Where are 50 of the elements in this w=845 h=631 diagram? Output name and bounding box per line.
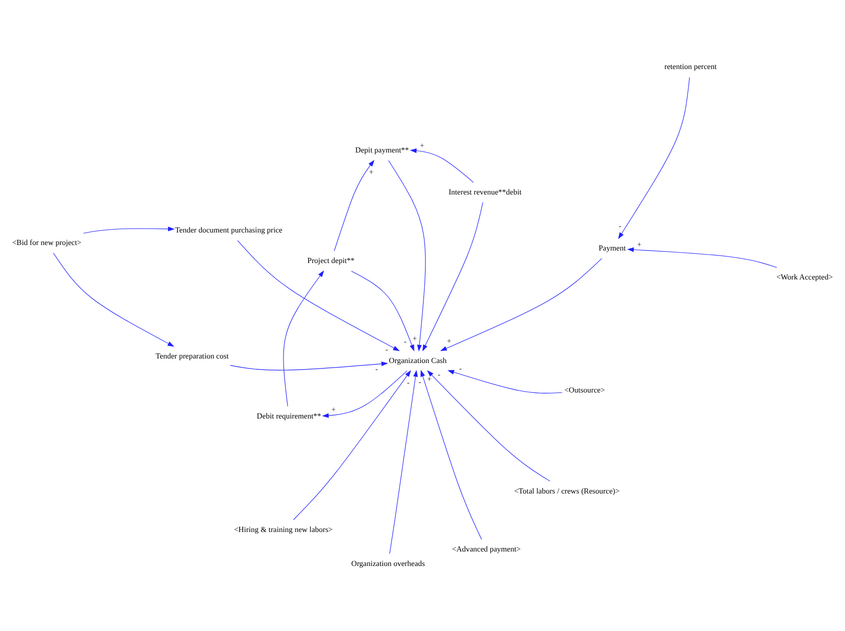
arrow	[627, 247, 778, 268]
edge-label: +	[427, 374, 432, 384]
node-text: <Hiring & training new labors>	[234, 524, 333, 534]
arrow	[618, 76, 690, 240]
arrow	[410, 148, 474, 183]
arrow	[237, 240, 400, 352]
edge-label: -	[386, 345, 388, 354]
arrow	[283, 270, 324, 407]
node-text: Debit requirement**	[256, 412, 322, 421]
edge-label: -	[438, 370, 440, 380]
arrow	[440, 258, 602, 352]
node-text: Tender preparation cost	[156, 351, 229, 360]
arrow	[322, 370, 408, 418]
arrow	[427, 370, 550, 482]
arrow	[422, 202, 484, 352]
arrow	[447, 370, 562, 394]
arrow	[53, 252, 174, 347]
edge-label: -	[418, 378, 422, 387]
node-text: Organization overheads	[351, 558, 425, 568]
node-text: Tender document purchasing price	[175, 226, 282, 235]
edge-label: +	[420, 140, 424, 150]
node-text: <Work Accepted>	[776, 272, 833, 282]
arrow	[389, 370, 418, 554]
edge-label: -	[375, 364, 378, 374]
arrow	[334, 160, 374, 252]
edge-label: +	[369, 168, 374, 176]
edge-label: +	[331, 405, 336, 414]
arrow	[83, 226, 175, 234]
node-text: <Total labors / crews (Resource)>	[514, 486, 620, 496]
edge-label: -	[618, 221, 622, 230]
edge-label: -	[459, 364, 462, 373]
node-text: Organization Cash	[388, 356, 447, 365]
node-text: <Outsource>	[564, 385, 605, 394]
edge-label: +	[446, 336, 452, 346]
node-text: <Advanced payment>	[452, 544, 521, 554]
node-text: Project depit**	[307, 256, 355, 266]
node-text: Interest revenue**debit	[448, 187, 522, 196]
edge-label: +	[412, 334, 417, 344]
node-text: Payment	[598, 243, 626, 252]
arrow	[388, 160, 426, 352]
arrow	[351, 270, 414, 352]
arrow	[293, 370, 412, 520]
node-text: retention percent	[664, 62, 717, 72]
node-text: Depit payment**	[355, 146, 409, 155]
node-text: <Bid for new project>	[12, 238, 82, 247]
edge-label: -	[404, 337, 407, 346]
arrow	[420, 370, 482, 540]
edge-label: -	[406, 378, 410, 387]
arrow	[230, 361, 388, 370]
edge-label: +	[637, 240, 642, 249]
